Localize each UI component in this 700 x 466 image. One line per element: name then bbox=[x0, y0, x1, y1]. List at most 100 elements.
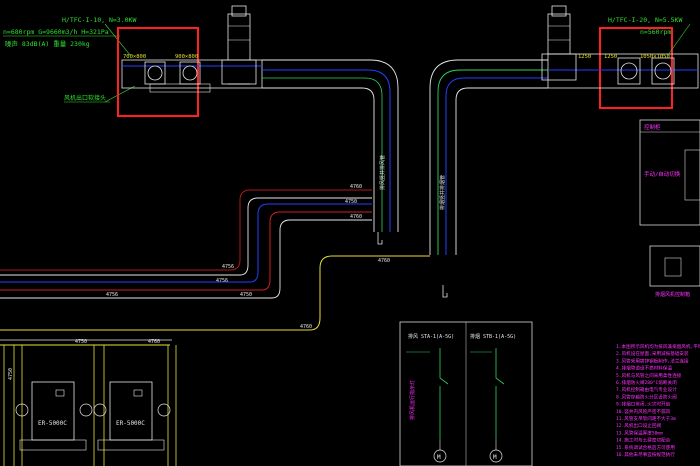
note-line: 1.本图所示风机均为排风兼排烟风机,平时排风 bbox=[616, 343, 700, 350]
riser-left-centerline bbox=[262, 69, 391, 232]
unit-left-body[interactable] bbox=[31, 381, 75, 441]
fan-right-dim-2: 1250 bbox=[604, 54, 617, 60]
note-line: 14.施工时与土建密切配合 bbox=[616, 437, 671, 444]
fan-circle-icon bbox=[620, 62, 638, 80]
pipe-blue-1[interactable] bbox=[0, 203, 372, 283]
fan-left-spec: H/TFC-I-10, N=3.0KW bbox=[62, 16, 136, 24]
riser-left-label: 排风竖井排风管 bbox=[379, 155, 386, 190]
circuit-right bbox=[495, 348, 505, 440]
motor-right-symbol: M bbox=[493, 454, 497, 461]
fan-right-spec: H/TFC-I-20, N=5.5KW bbox=[608, 16, 682, 24]
note-line: 3.风管采用镀锌钢板制作,法兰连接 bbox=[616, 357, 689, 364]
pipe-label: 4750 bbox=[345, 199, 357, 205]
fan-left-motor[interactable] bbox=[227, 13, 251, 61]
pipe-label: 4760 bbox=[300, 324, 312, 330]
note-line: 8.风管穿越防火分区设防火阀 bbox=[616, 393, 677, 400]
fan-right-assembly[interactable]: H/TFC-I-20, N=5.5KW n=560rpm 1250 1250 1… bbox=[541, 5, 699, 109]
pipe-label: 4760 bbox=[350, 184, 362, 190]
fan-left-dim-1: 700×800 bbox=[123, 54, 146, 60]
unit-left[interactable]: ER-5000C bbox=[15, 381, 93, 451]
fan-left-dim-2: 900×800 bbox=[175, 54, 198, 60]
fan-left-assembly[interactable]: H/TFC-I-10, N=3.0KW n=680rpm G=9660m3/h … bbox=[3, 5, 263, 117]
highlight-box-right bbox=[599, 27, 673, 109]
riser-right-outer bbox=[429, 59, 548, 255]
pipe-label: 4760 bbox=[378, 258, 390, 264]
fan-right-impeller-2[interactable] bbox=[651, 57, 675, 85]
fan-right-motor[interactable] bbox=[547, 13, 571, 55]
riser-right-green bbox=[437, 69, 548, 255]
note-line: 5.风机与风管之间采用柔性连接 bbox=[616, 372, 682, 379]
schematic-right-title: 排烟 STB-1(A-5G) bbox=[470, 333, 516, 340]
fan-right-impeller[interactable] bbox=[617, 57, 641, 85]
note-line: 15.系统调试合格后方可使用 bbox=[616, 444, 675, 451]
riser-right-inner bbox=[455, 87, 548, 255]
pipe-label: 4760 bbox=[350, 214, 362, 220]
motor-left-symbol: M bbox=[437, 454, 441, 461]
note-line: 11.风管支吊架间距不大于3m bbox=[616, 415, 676, 422]
pipe-red-1[interactable] bbox=[0, 189, 372, 271]
fan-circle-icon bbox=[182, 65, 198, 81]
pipe-drop-right[interactable] bbox=[167, 345, 177, 466]
fan-left-noise: 噪声 83dB(A) 重量 230kg bbox=[5, 39, 90, 48]
unit-right-body[interactable] bbox=[109, 381, 153, 441]
pipe-label: 4756 bbox=[106, 292, 118, 298]
leader-line bbox=[667, 23, 691, 56]
pump-icon bbox=[157, 403, 171, 417]
design-notes: 1.本图所示风机均为排风兼排烟风机,平时排风2.风机设在屋面,采用减振基础安装3… bbox=[616, 343, 700, 458]
riser-left-drain bbox=[377, 232, 383, 245]
pipe-label: 4750 bbox=[240, 292, 252, 298]
fan-left-note: 风机出口软接头 bbox=[64, 94, 106, 102]
fan-left-base bbox=[149, 83, 211, 93]
riser-right-drain bbox=[442, 285, 448, 298]
unit-left-base bbox=[19, 439, 87, 451]
fan-circle-icon bbox=[654, 62, 672, 80]
switch-icon bbox=[664, 257, 682, 277]
fan-left-duct[interactable] bbox=[121, 59, 263, 89]
leader-line bbox=[104, 85, 136, 103]
pipe-yellow-1[interactable] bbox=[0, 255, 430, 331]
fan-right-duct[interactable] bbox=[547, 53, 699, 89]
riser-right[interactable]: 排烟竖井排烟管 bbox=[429, 59, 548, 298]
cabinet-note: 手动/自动切换 bbox=[644, 170, 681, 178]
riser-left[interactable]: 排风竖井排风管 bbox=[262, 59, 399, 245]
pump-icon bbox=[93, 403, 107, 417]
fan-right-rpm: n=560rpm bbox=[640, 28, 671, 36]
fan-left-housing[interactable] bbox=[221, 59, 257, 85]
pipe-network[interactable]: 4760 4750 4760 4756 4756 4750 4756 4760 … bbox=[0, 184, 430, 466]
schematic-left-title: 排风 STA-1(A-5G) bbox=[408, 333, 454, 340]
pipe-label: 4760 bbox=[148, 339, 160, 345]
controller-box[interactable] bbox=[649, 245, 700, 287]
riser-left-outer bbox=[262, 59, 399, 232]
pipe-white-1[interactable] bbox=[0, 197, 372, 276]
pipe-label: 4750 bbox=[8, 368, 14, 380]
note-line: 6.排烟防火阀280°C熔断关闭 bbox=[616, 379, 677, 386]
pipe-white-2[interactable] bbox=[0, 219, 372, 299]
electrical-schematic[interactable]: 排风 STA-1(A-5G) 排烟 STB-1(A-5G) 排风机运行指示灯 M… bbox=[399, 321, 533, 466]
cabinet-outline bbox=[639, 119, 700, 226]
control-cabinet-panel[interactable]: 控制柜 手动/自动切换 排烟风机控制箱 bbox=[639, 119, 700, 298]
fan-circle-icon bbox=[147, 65, 163, 81]
note-line: 7.风机控制箱由电气专业设计 bbox=[616, 386, 677, 393]
unit-right-base bbox=[97, 439, 165, 451]
unit-right[interactable]: ER-5000C bbox=[93, 381, 171, 451]
pipe-drop-mid[interactable] bbox=[93, 345, 105, 466]
cabinet-title: 控制柜 bbox=[644, 123, 661, 131]
note-line: 4.排烟管道设不燃材料保温 bbox=[616, 365, 672, 372]
pipe-red-2[interactable] bbox=[0, 211, 372, 291]
unit-panel-icon bbox=[133, 389, 143, 397]
fan-left-rpm: n=680rpm G=9660m3/h H=321Pa bbox=[3, 28, 109, 36]
unit-panel-icon bbox=[55, 389, 65, 397]
fan-right-housing[interactable] bbox=[541, 53, 577, 81]
pump-icon bbox=[79, 403, 93, 417]
pump-icon bbox=[15, 403, 29, 417]
motor-cap bbox=[231, 5, 247, 17]
note-line: 9.排烟口常闭,火灾时开启 bbox=[616, 401, 671, 408]
pipe-drop-left[interactable] bbox=[3, 345, 23, 466]
unit-left-label: ER-5000C bbox=[38, 420, 67, 427]
cabinet-slot bbox=[684, 149, 700, 201]
pipe-label: 4756 bbox=[216, 278, 228, 284]
riser-right-label: 排烟竖井排烟管 bbox=[439, 175, 446, 210]
riser-right-centerline bbox=[445, 77, 548, 255]
riser-left-green bbox=[262, 77, 383, 232]
